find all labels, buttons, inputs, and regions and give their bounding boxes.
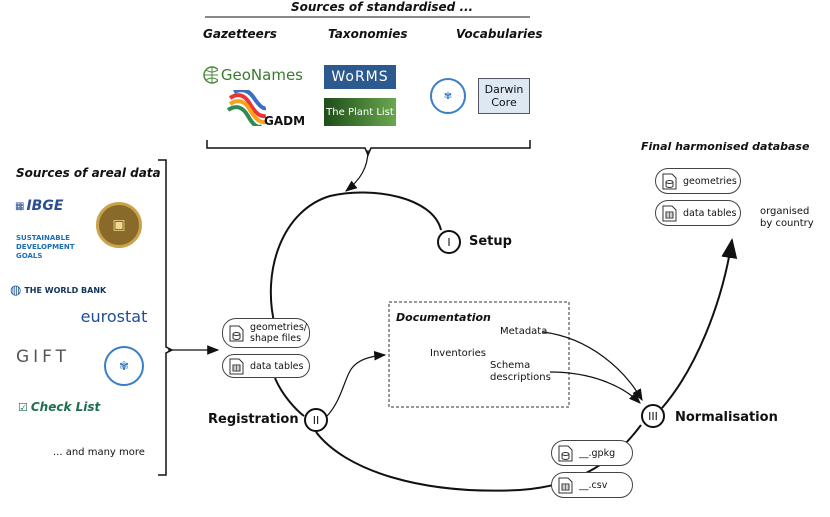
sdg-logo: SUSTAINABLE DEVELOPMENT GOALS <box>16 233 75 260</box>
vocabularies-label: Vocabularies <box>456 27 543 41</box>
schema-label: Schema descriptions <box>490 360 551 383</box>
registration-connector <box>274 377 305 417</box>
file-icon <box>229 325 244 341</box>
worms-logo: WoRMS <box>324 65 396 89</box>
tables-input-pill: data tables <box>222 354 310 378</box>
final-geometries-label: geometries <box>683 175 737 187</box>
gpkg-output-label: __.gpkg <box>579 447 616 459</box>
eurostat-text: eurostat <box>80 306 148 326</box>
documentation-title: Documentation <box>396 311 491 324</box>
organised-note: organised by country <box>760 206 814 229</box>
registration-to-documentation-arrow <box>326 350 387 417</box>
seal-emblem-icon: ▣ <box>112 217 126 233</box>
registration-stage-label: Registration <box>208 412 299 427</box>
normalisation-stage-number: III <box>648 409 658 423</box>
setup-loop <box>269 191 442 327</box>
gadm-logo: GADM <box>226 90 305 130</box>
worldbank-globe-icon: ◍ <box>10 282 22 298</box>
inventories-label: Inventories <box>430 348 486 359</box>
worldbank-text: THE WORLD BANK <box>24 285 107 295</box>
metadata-arrow <box>542 331 643 402</box>
geometries-input-pill: geometries/ shape files <box>222 318 310 348</box>
worldbank-logo: ◍THE WORLD BANK <box>10 282 132 298</box>
ibge-logo: ▦IBGE <box>15 198 85 214</box>
globe-icon <box>203 66 218 84</box>
csv-output-label: __.csv <box>579 479 608 491</box>
standardised-sources-title: Sources of standardised ... <box>291 0 474 14</box>
many-more-label: ... and many more <box>53 447 145 458</box>
left-sources-brace <box>158 159 174 476</box>
normalisation-stage-circle: III <box>641 404 665 428</box>
ibge-text: IBGE <box>26 198 64 214</box>
fao-logo-top: ✾ <box>430 78 466 114</box>
plantlist-text: The Plant List <box>326 106 394 118</box>
table-file-icon <box>229 358 244 374</box>
final-tables-pill: data tables <box>655 200 741 226</box>
schema-arrow <box>549 371 641 404</box>
gift-text: GIFT <box>16 347 71 367</box>
taxonomies-label: Taxonomies <box>328 27 408 41</box>
setup-stage-number: I <box>447 235 451 249</box>
tables-input-label: data tables <box>250 360 304 372</box>
geonames-text: GeoNames <box>220 66 303 84</box>
checklist-icon: ☑ <box>18 400 28 414</box>
areal-sources-title: Sources of areal data <box>16 166 161 180</box>
fao-logo-left: ✾ <box>104 346 144 386</box>
registration-stage-circle: II <box>304 408 328 432</box>
eurostat-logo: eurostat <box>76 300 152 332</box>
setup-stage-label: Setup <box>469 234 512 249</box>
seal-logo: ▣ <box>96 202 142 248</box>
setup-stage-circle: I <box>437 230 461 254</box>
plantlist-logo: The Plant List <box>324 98 396 126</box>
fao-wheat-icon: ✾ <box>443 90 453 102</box>
gazetteers-label: Gazetteers <box>203 27 277 41</box>
final-database-title: Final harmonised database <box>641 140 810 153</box>
checklist-text: Check List <box>30 400 101 414</box>
registration-stage-number: II <box>312 413 320 427</box>
documentation-box <box>388 301 570 408</box>
gadm-text: GADM <box>264 114 306 128</box>
file-icon <box>662 173 677 189</box>
final-arrow <box>661 238 738 409</box>
gadm-stripes-icon <box>226 90 266 126</box>
table-file-icon <box>662 205 677 221</box>
normalisation-stage-label: Normalisation <box>675 410 778 425</box>
standards-arrow <box>345 149 369 192</box>
final-tables-label: data tables <box>683 207 737 219</box>
gpkg-output-pill: __.gpkg <box>551 440 633 466</box>
csv-output-pill: __.csv <box>551 472 633 498</box>
geonames-logo: GeoNames <box>203 65 303 85</box>
file-icon <box>558 445 573 461</box>
darwin-core-logo: Darwin Core <box>478 78 530 114</box>
checklist-logo: ☑Check List <box>18 398 108 416</box>
fao-wheat-icon-left: ✾ <box>118 359 130 373</box>
worms-text: WoRMS <box>331 69 389 85</box>
ibge-grid-icon: ▦ <box>15 200 25 212</box>
table-file-icon <box>558 477 573 493</box>
geometries-input-label: geometries/ shape files <box>250 322 308 344</box>
final-geometries-pill: geometries <box>655 168 741 194</box>
gift-logo: GIFT <box>16 346 76 368</box>
metadata-label: Metadata <box>500 326 548 337</box>
